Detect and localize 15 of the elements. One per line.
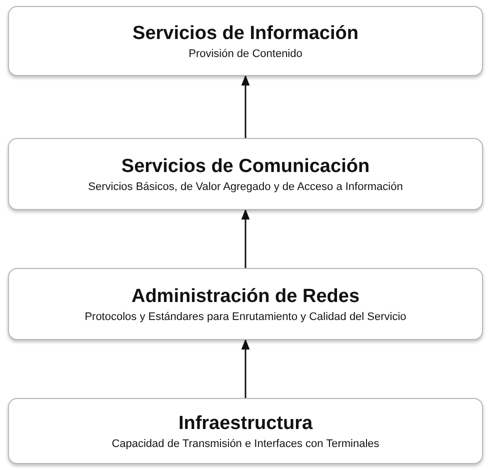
- layer-description: Protocolos y Estándares para Enrutamiento y Calidad del Servicio: [84, 310, 406, 322]
- layer-title: Servicios de Información: [132, 22, 358, 44]
- arrow: [241, 74, 250, 138]
- arrow: [241, 338, 250, 398]
- layer-description: Servicios Básicos, de Valor Agregado y de Acceso a Información: [88, 180, 403, 192]
- layer-title: Servicios de Comunicación: [121, 156, 370, 178]
- layer-title: Infraestructura: [178, 412, 313, 434]
- layer-box: [8, 268, 483, 340]
- arrow: [241, 208, 250, 268]
- layer-box: [8, 138, 483, 210]
- layer-box: [8, 6, 483, 76]
- layer-title: Administración de Redes: [131, 286, 360, 308]
- layer-description: Capacidad de Transmisión e Interfaces con Terminales: [112, 438, 380, 450]
- layer-description: Provisión de Contenido: [188, 48, 302, 60]
- layer-box: [8, 398, 483, 464]
